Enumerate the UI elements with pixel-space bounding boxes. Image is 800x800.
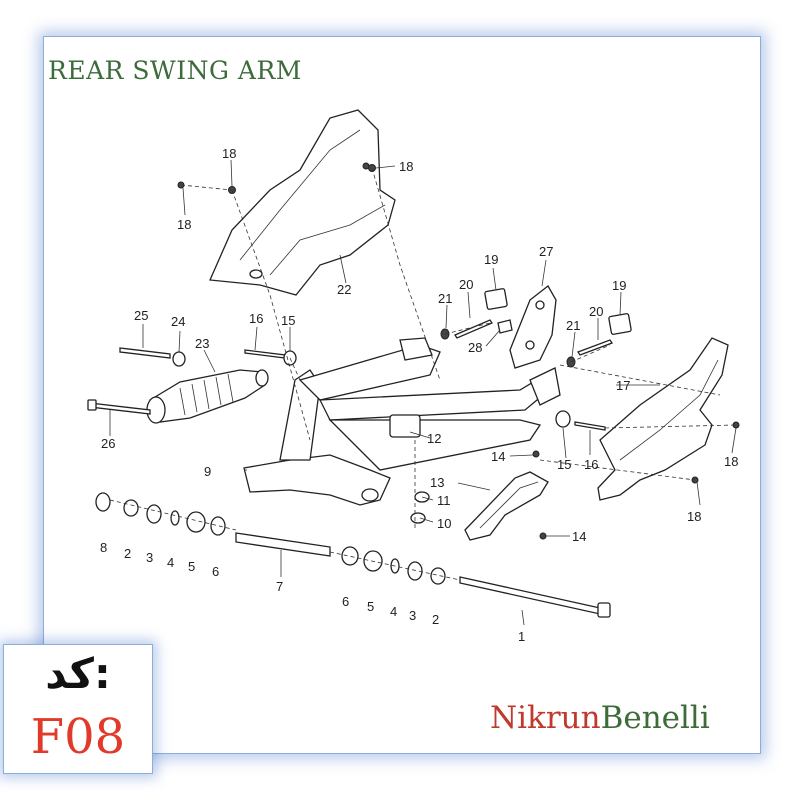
callout-9: 9 — [204, 464, 211, 479]
callout-20: 20 — [589, 304, 603, 319]
callout-21: 21 — [438, 291, 452, 306]
adjuster-block-parts — [484, 288, 632, 335]
callout-11: 11 — [437, 493, 451, 508]
callout-15: 15 — [557, 457, 571, 472]
callout-18: 18 — [177, 217, 191, 232]
swing-arm-frame-part — [243, 337, 561, 506]
callout-25: 25 — [134, 308, 148, 323]
callout-18: 18 — [724, 454, 738, 469]
callout-14: 14 — [572, 529, 586, 544]
callout-6: 6 — [342, 594, 349, 609]
bracket-part — [509, 285, 557, 369]
callout-19: 19 — [612, 278, 626, 293]
callout-19: 19 — [484, 252, 498, 267]
callout-10: 10 — [437, 516, 451, 531]
callout-21: 21 — [566, 318, 580, 333]
callout-3: 3 — [409, 608, 416, 623]
callout-24: 24 — [171, 314, 185, 329]
bearing-set-left — [95, 492, 226, 536]
bolts-and-axles — [87, 319, 613, 618]
chain-slider-part — [464, 471, 549, 541]
callout-7: 7 — [276, 579, 283, 594]
callout-13: 13 — [430, 475, 444, 490]
diagram-title: REAR SWING ARM — [48, 56, 302, 85]
callout-3: 3 — [146, 550, 153, 565]
callout-4: 4 — [167, 555, 174, 570]
callout-14: 14 — [491, 449, 505, 464]
callout-18: 18 — [222, 146, 236, 161]
callout-27: 27 — [539, 244, 553, 259]
callout-1: 1 — [518, 629, 525, 644]
chain-guard-part — [597, 337, 729, 501]
shock-absorber-part — [146, 369, 269, 424]
callout-2: 2 — [432, 612, 439, 627]
brand-watermark: NikrunBenelli — [490, 700, 710, 736]
callout-16: 16 — [249, 311, 263, 326]
brand-part-2: Benelli — [600, 700, 710, 736]
callout-5: 5 — [188, 559, 195, 574]
callout-17: 17 — [616, 378, 630, 393]
callout-12: 12 — [427, 431, 441, 446]
brand-part-1: Nikrun — [490, 700, 601, 736]
callout-18: 18 — [687, 509, 701, 524]
leader-lines — [109, 159, 737, 626]
callout-18: 18 — [399, 159, 413, 174]
callout-4: 4 — [390, 604, 397, 619]
rear-fender-part — [209, 109, 396, 296]
alignment-lines — [109, 167, 737, 581]
callout-6: 6 — [212, 564, 219, 579]
callout-26: 26 — [101, 436, 115, 451]
code-label: کد: — [45, 649, 111, 698]
callout-23: 23 — [195, 336, 209, 351]
callout-15: 15 — [281, 313, 295, 328]
callout-22: 22 — [337, 282, 351, 297]
code-value: F08 — [30, 709, 126, 765]
callout-8: 8 — [100, 540, 107, 555]
callout-labels: 1 2 2 3 3 4 4 5 5 6 6 7 8 9 10 11 12 13 … — [100, 146, 738, 644]
callout-28: 28 — [468, 340, 482, 355]
callout-2: 2 — [124, 546, 131, 561]
callout-20: 20 — [459, 277, 473, 292]
code-box: کد: F08 — [4, 645, 152, 773]
bearing-set-right — [341, 546, 446, 585]
callout-16: 16 — [584, 457, 598, 472]
callout-5: 5 — [367, 599, 374, 614]
